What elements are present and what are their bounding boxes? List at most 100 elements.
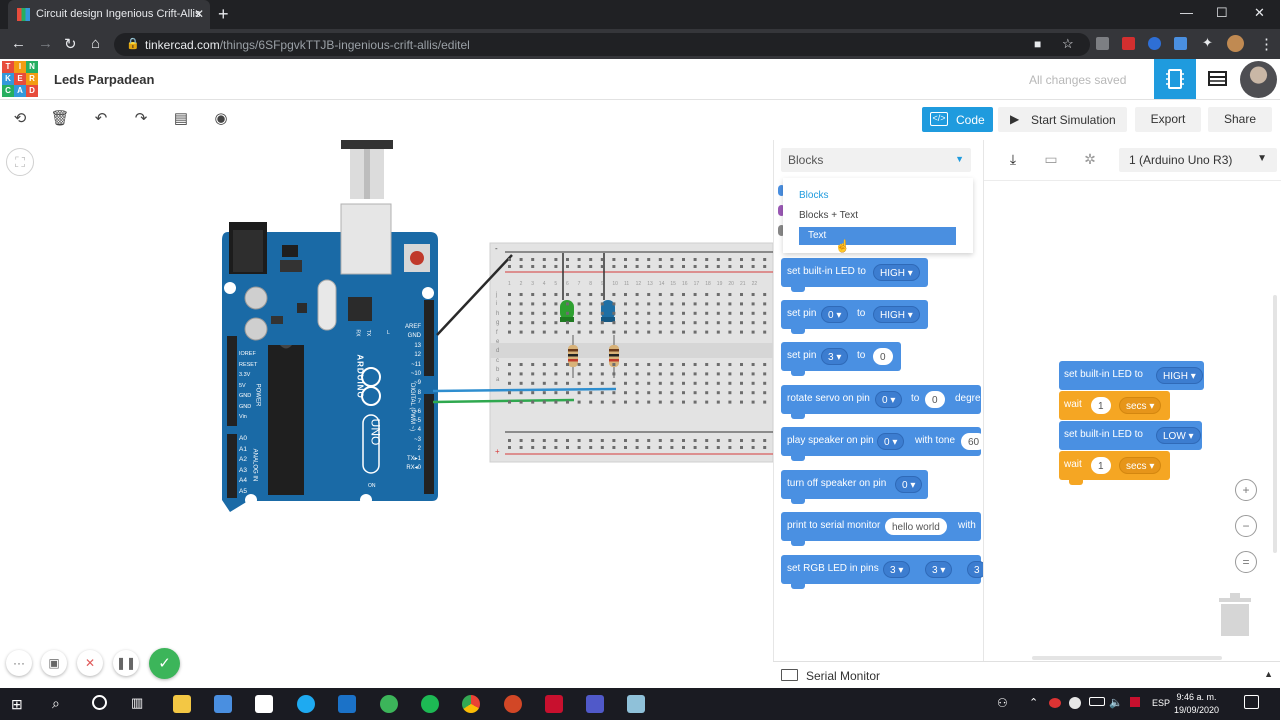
timer-extension-icon[interactable] (1174, 37, 1187, 50)
tinkercad-logo[interactable]: T I N K E R C A D (2, 61, 38, 97)
circuit-view-button[interactable] (1154, 59, 1196, 99)
start-simulation-button[interactable]: ▶ Start Simulation (998, 107, 1127, 132)
window-close-icon[interactable]: ✕ (1254, 5, 1265, 20)
pause-button[interactable]: ❚❚ (113, 650, 139, 676)
browser-tab[interactable]: Circuit design Ingenious Crift-Allis ✕ (8, 0, 210, 29)
code-button[interactable]: </> Code (922, 107, 993, 132)
undo-icon[interactable]: ↶ (94, 110, 108, 127)
onedrive-icon[interactable] (1069, 697, 1081, 709)
export-button[interactable]: Export (1135, 107, 1201, 132)
zoom-in-icon[interactable]: + (1235, 479, 1257, 501)
powerpoint-icon[interactable] (504, 695, 522, 713)
mode-option-blocks[interactable]: Blocks (799, 190, 829, 201)
notes-icon[interactable]: ▤ (173, 110, 189, 127)
battery-icon[interactable] (1089, 697, 1105, 706)
back-icon[interactable]: ← (11, 35, 26, 52)
pin-dropdown[interactable]: 3 ▾ (821, 348, 849, 365)
component-list-button[interactable] (1200, 59, 1236, 99)
unit-dropdown[interactable]: secs ▾ (1119, 397, 1162, 414)
board-select[interactable]: 1 (Arduino Uno R3) ▼ (1119, 148, 1277, 172)
pdf-extension-icon[interactable] (1122, 37, 1135, 50)
kebab-menu-icon[interactable]: ⋮ (1259, 36, 1274, 53)
search-icon[interactable]: ⌕ (52, 695, 60, 711)
wait-value-input[interactable]: 1 (1091, 397, 1111, 414)
value-dropdown[interactable]: HIGH ▾ (1156, 367, 1203, 384)
rotate-icon[interactable]: ⟲ (13, 110, 27, 127)
value-dropdown[interactable]: LOW ▾ (1156, 427, 1201, 444)
system-clock[interactable]: 9:46 a. m. 19/09/2020 (1174, 691, 1219, 717)
zoom-out-icon[interactable]: − (1235, 515, 1257, 537)
palette-block-set-builtin-led[interactable]: set built-in LED to HIGH ▾ (781, 258, 928, 292)
whatsapp-icon[interactable] (380, 695, 398, 713)
acrobat-icon[interactable] (545, 695, 563, 713)
delete-icon[interactable]: 🗑 (50, 110, 70, 127)
home-icon[interactable]: ⌂ (91, 35, 101, 52)
workspace-vertical-scrollbar[interactable] (1273, 295, 1277, 553)
cortana-icon[interactable] (92, 695, 107, 710)
people-icon[interactable]: ⚇ (997, 696, 1008, 710)
new-tab-icon[interactable]: + (218, 4, 229, 24)
serial-monitor-bar[interactable]: Serial Monitor ▲ (773, 661, 1280, 688)
wait-value-input[interactable]: 1 (1091, 457, 1111, 474)
angle-input[interactable]: 0 (925, 391, 945, 408)
circuit-canvas[interactable]: ⛶ (0, 140, 774, 688)
workspace-block-set-led-high[interactable]: set built-in LED to HIGH ▾ (1059, 361, 1204, 390)
message-input[interactable]: hello world (885, 518, 947, 535)
workspace-block-set-led-low[interactable]: set built-in LED to LOW ▾ (1059, 421, 1202, 450)
workspace-block-wait[interactable]: wait 1 secs ▾ (1059, 391, 1170, 420)
palette-block-set-pin[interactable]: set pin 0 ▾ to HIGH ▾ (781, 300, 928, 334)
screenshot-button[interactable]: ▣ (41, 650, 67, 676)
pdf-tray-icon[interactable] (1130, 697, 1140, 707)
palette-block-turn-off-speaker[interactable]: turn off speaker on pin 0 ▾ (781, 470, 928, 504)
upload-icon[interactable]: ▭ (1044, 151, 1058, 167)
project-title[interactable]: Leds Parpadean (54, 72, 155, 87)
zoom-reset-icon[interactable]: = (1235, 551, 1257, 573)
value-dropdown[interactable]: HIGH ▾ (873, 306, 920, 323)
value-input[interactable]: 0 (873, 348, 893, 365)
palette-block-set-pin-analog[interactable]: set pin 3 ▾ to 0 (781, 342, 901, 376)
chevron-up-icon[interactable]: ▲ (1264, 669, 1273, 679)
more-options-button[interactable]: ··· (6, 650, 32, 676)
pin-dropdown[interactable]: 0 ▾ (895, 476, 923, 493)
redo-icon[interactable]: ↷ (134, 110, 148, 127)
unit-dropdown[interactable]: secs ▾ (1119, 457, 1162, 474)
minimize-icon[interactable]: — (1180, 5, 1193, 20)
workspace-block-wait[interactable]: wait 1 secs ▾ (1059, 451, 1170, 485)
maximize-icon[interactable]: ☐ (1216, 5, 1228, 20)
palette-block-play-speaker[interactable]: play speaker on pin 0 ▾ with tone 60 (781, 427, 987, 461)
skype-icon[interactable] (297, 695, 315, 713)
cancel-button[interactable]: ✕ (77, 650, 103, 676)
category-output-dot[interactable] (778, 185, 785, 196)
mode-option-text[interactable]: Text (799, 227, 956, 245)
file-explorer-icon[interactable] (173, 695, 191, 713)
fit-view-icon[interactable]: ⛶ (6, 148, 34, 176)
reload-icon[interactable]: ↻ (64, 36, 77, 53)
category-notation-dot[interactable] (778, 225, 785, 236)
notifications-icon[interactable] (1244, 695, 1259, 709)
notion-icon[interactable] (255, 695, 273, 713)
spotify-icon[interactable] (421, 695, 439, 713)
pin-dropdown[interactable]: 0 ▾ (875, 391, 903, 408)
mode-option-blocks-text[interactable]: Blocks + Text (799, 210, 859, 221)
code-workspace[interactable]: ⤓ ▭ ✲ 1 (Arduino Uno R3) ▼ set built-in … (983, 140, 1281, 661)
task-view-icon[interactable]: ▥ (131, 695, 144, 710)
palette-block-set-rgb-led[interactable]: set RGB LED in pins 3 ▾ 3 ▾ 3 (781, 555, 987, 589)
tab-close-icon[interactable]: ✕ (194, 7, 205, 21)
shield-extension-icon[interactable] (1148, 37, 1161, 50)
download-icon[interactable]: ⤓ (1009, 151, 1017, 167)
category-input-dot[interactable] (778, 205, 785, 216)
pin-dropdown[interactable]: 0 ▾ (821, 306, 849, 323)
windows-start-icon[interactable]: ⊞ (11, 696, 23, 712)
forward-icon[interactable]: → (38, 35, 53, 52)
palette-block-print-serial[interactable]: print to serial monitor hello world with (781, 512, 981, 546)
url-bar[interactable]: 🔒 tinkercad.com/things/6SFpgvkTTJB-ingen… (114, 33, 1090, 56)
store-icon[interactable] (214, 695, 232, 713)
tray-chevron-icon[interactable]: ⌃ (1029, 697, 1039, 709)
code-mode-select[interactable]: Blocks ▼ (781, 148, 971, 172)
app-icon[interactable] (627, 695, 645, 713)
value-dropdown[interactable]: HIGH ▾ (873, 264, 920, 281)
pin-dropdown[interactable]: 0 ▾ (877, 433, 905, 450)
user-avatar[interactable] (1240, 61, 1277, 98)
puzzle-icon[interactable]: ✦ (1202, 35, 1213, 50)
mail-icon[interactable] (338, 695, 356, 713)
